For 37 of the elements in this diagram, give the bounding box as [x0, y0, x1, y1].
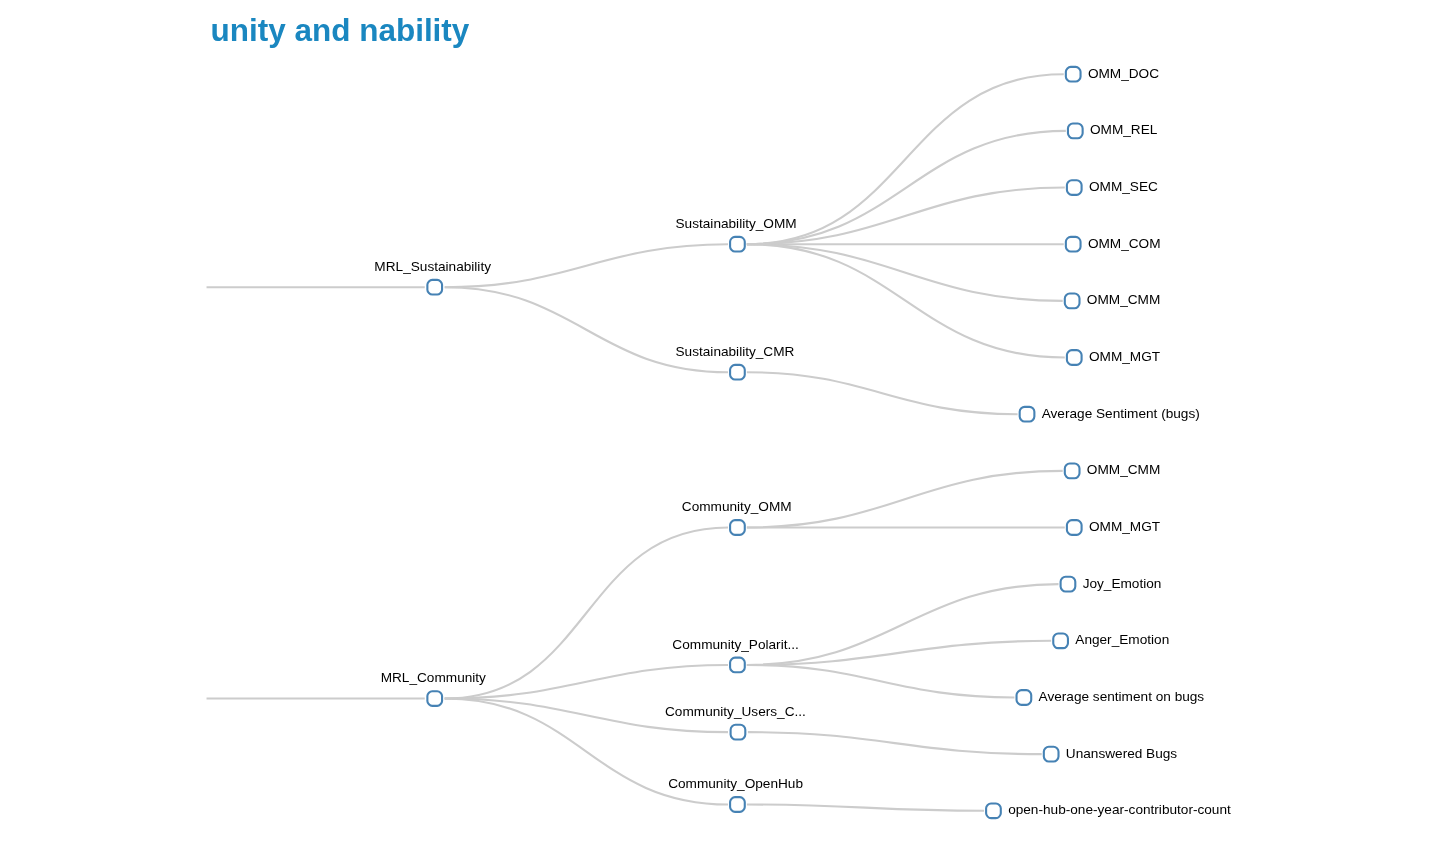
connector — [444, 286, 728, 374]
node-label: MRL_Community — [380, 670, 486, 686]
connector — [444, 526, 728, 700]
connector — [206, 286, 425, 289]
connector — [747, 731, 1042, 756]
connector — [206, 697, 425, 700]
node-label: OMM_DOC — [1087, 65, 1159, 81]
node-label: Unanswered Bugs — [1065, 745, 1177, 761]
node-label: Community_Polarit... — [671, 636, 799, 652]
node-label: Average sentiment on bugs — [1038, 689, 1204, 705]
connector — [746, 803, 984, 812]
node-label: Anger_Emotion — [1074, 632, 1169, 648]
node-label: OMM_MGT — [1088, 519, 1160, 535]
node-label: OMM_CMM — [1086, 292, 1160, 308]
node-label: OMM_CMM — [1086, 462, 1160, 478]
node-label: Community_OpenHub — [667, 776, 803, 792]
connector — [746, 469, 1063, 529]
node-label: Sustainability_OMM — [675, 215, 797, 231]
node-label: OMM_SEC — [1088, 179, 1158, 195]
connector — [746, 526, 1065, 529]
node-label: Joy_Emotion — [1082, 575, 1161, 591]
node-label: OMM_MGT — [1088, 349, 1160, 365]
node-label: OMM_REL — [1089, 122, 1157, 138]
connector — [746, 243, 1065, 359]
node-label: Community_OMM — [681, 499, 792, 515]
connector — [746, 371, 1018, 416]
node-label: Average Sentiment (bugs) — [1041, 405, 1200, 421]
diagram-title: unity and nability — [210, 12, 469, 48]
node-label: OMM_COM — [1087, 235, 1161, 251]
node-label: open-hub-one-year-contributor-count — [1007, 802, 1231, 818]
connector — [444, 697, 728, 806]
connector — [444, 663, 728, 700]
node-label: Sustainability_CMR — [675, 343, 794, 359]
connector — [444, 697, 728, 734]
node-label: Community_Users_C... — [664, 703, 806, 719]
connector — [746, 663, 1014, 699]
node-label: MRL_Sustainability — [373, 258, 491, 274]
